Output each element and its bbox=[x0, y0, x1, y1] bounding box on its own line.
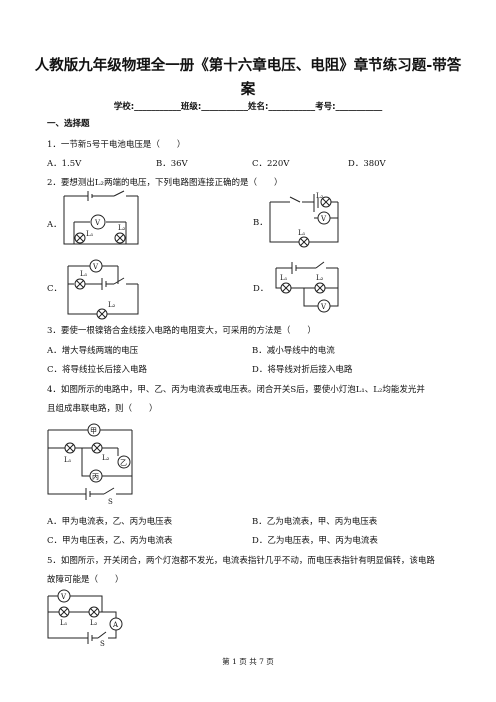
lamp-l2-label: L₂ bbox=[118, 224, 126, 232]
q2-option-d-label: D． bbox=[253, 284, 269, 294]
lamp-l2-label: L₂ bbox=[90, 619, 98, 627]
lamp-l2-label: L₂ bbox=[102, 454, 110, 462]
lamp-l1-label: L₁ bbox=[60, 619, 68, 627]
page-footer: 第 1 页 共 7 页 bbox=[222, 657, 274, 666]
q5-stem-line2: 故障可能是（ ） bbox=[47, 575, 124, 585]
voltmeter-symbol: V bbox=[320, 303, 327, 311]
lamp-l1-label: L₁ bbox=[86, 230, 94, 238]
q1-option-d: D．380V bbox=[348, 159, 386, 169]
voltmeter-symbol: V bbox=[92, 263, 99, 271]
q1-option-b: B．36V bbox=[156, 159, 188, 169]
q3-option-d: D．将导线对折后接入电路 bbox=[252, 365, 353, 375]
circuit-diagram-q4: 甲 乙 丙 L₁ L₂ S bbox=[47, 423, 133, 506]
circuit-diagram-q5: V A L₁ L₂ S bbox=[47, 589, 123, 648]
q4-option-b: B．乙为电流表，甲、丙为电压表 bbox=[252, 517, 378, 527]
q3-option-c: C．将导线拉长后接入电路 bbox=[47, 365, 148, 375]
lamp-l1-label: L₁ bbox=[298, 229, 306, 237]
q5-stem-line1: 5．如图所示，开关闭合，两个灯泡都不发光，电流表指针几乎不动，而电压表指针有明显… bbox=[47, 556, 435, 566]
circuit-diagram-a: V L₁ L₂ bbox=[63, 190, 139, 245]
student-info-line: 学校:___________班级:___________姓名:_________… bbox=[113, 102, 383, 112]
voltmeter-symbol: V bbox=[320, 215, 327, 223]
circuit-diagram-b: V L₂ L₁ bbox=[269, 192, 339, 248]
q4-option-d: D．乙为电压表，甲、丙为电流表 bbox=[252, 536, 378, 546]
q1-option-a: A．1.5V bbox=[47, 159, 82, 169]
circuit-diagram-d: V L₁ L₂ bbox=[275, 261, 339, 313]
lamp-l1-label: L₁ bbox=[280, 274, 288, 282]
lamp-l1-label: L₁ bbox=[64, 456, 72, 464]
section-heading: 一、选择题 bbox=[47, 119, 90, 129]
switch-s-label: S bbox=[108, 498, 113, 506]
lamp-l1-label: L₁ bbox=[80, 270, 88, 278]
q4-option-c: C．甲为电压表，乙、丙为电流表 bbox=[47, 536, 173, 546]
q1-option-c: C．220V bbox=[252, 159, 290, 169]
q3-option-b: B．减小导线中的电流 bbox=[252, 346, 335, 356]
q4-stem-line1: 4．如图所示的电路中，甲、乙、丙为电流表或电压表。闭合开关S后，要使小灯泡L₁、… bbox=[47, 385, 425, 395]
q2-option-a-label: A． bbox=[47, 220, 62, 230]
voltmeter-symbol: V bbox=[60, 593, 67, 601]
switch-s-label: S bbox=[100, 640, 105, 648]
q4-option-a: A．甲为电流表，乙、丙为电压表 bbox=[47, 517, 173, 527]
lamp-l2-label: L₂ bbox=[108, 301, 116, 309]
lamp-l2-label: L₂ bbox=[316, 274, 324, 282]
lamp-l2-label: L₂ bbox=[316, 192, 324, 200]
q4-stem-line2: 且组成串联电路，则（ ） bbox=[47, 404, 158, 414]
meter-bing: 丙 bbox=[92, 473, 99, 481]
document-title-line1: 人教版九年级物理全一册《第十六章电压、电阻》章节练习题-带答 bbox=[34, 58, 462, 74]
q2-option-c-label: C． bbox=[47, 284, 63, 294]
q3-stem: 3．要使一根镍铬合金线接入电路的电阻变大，可采用的方法是（ ） bbox=[47, 326, 316, 336]
meter-jia: 甲 bbox=[90, 427, 97, 435]
ammeter-symbol: A bbox=[112, 621, 119, 629]
circuit-diagram-c: V L₁ L₂ bbox=[67, 259, 139, 320]
meter-yi: 乙 bbox=[120, 459, 127, 467]
q1-stem: 1．一节新5号干电池电压是（ ） bbox=[47, 140, 186, 150]
q2-stem: 2．要想测出L₂两端的电压，下列电路图连接正确的是（ ） bbox=[47, 178, 283, 188]
q3-option-a: A．增大导线两端的电压 bbox=[47, 346, 139, 356]
document-title-line2: 案 bbox=[240, 82, 256, 98]
voltmeter-symbol: V bbox=[94, 219, 101, 227]
q2-option-b-label: B． bbox=[253, 218, 268, 228]
